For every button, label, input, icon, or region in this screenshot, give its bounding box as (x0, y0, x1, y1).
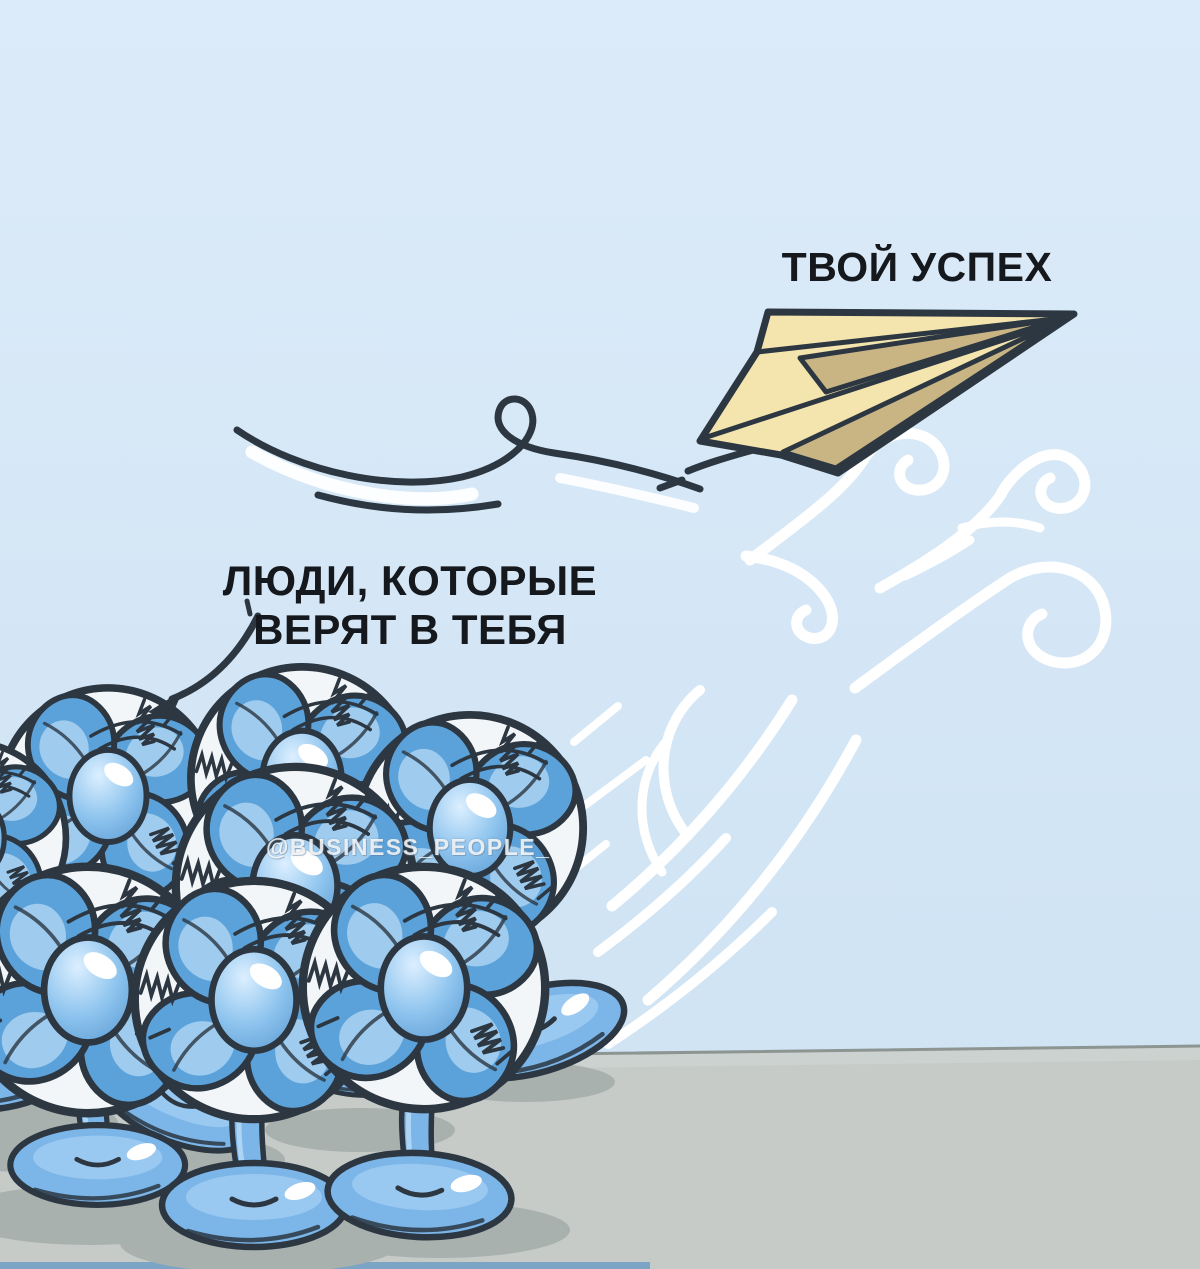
wind-swirls (562, 427, 1112, 1049)
paper-plane-icon (696, 308, 1078, 477)
pointer-arrow-icon (148, 598, 262, 720)
success-label: ТВОЙ УСПЕХ (781, 244, 1053, 290)
flight-trail (233, 395, 757, 514)
believers-line2: ВЕРЯТ В ТЕБЯ (253, 606, 567, 653)
believers-label: ЛЮДИ, КОТОРЫЕ ВЕРЯТ В ТЕБЯ (200, 556, 620, 654)
watermark-handle: @BUSINESS_PEOPLE_ (266, 834, 551, 860)
believers-line1: ЛЮДИ, КОТОРЫЕ (222, 557, 598, 604)
